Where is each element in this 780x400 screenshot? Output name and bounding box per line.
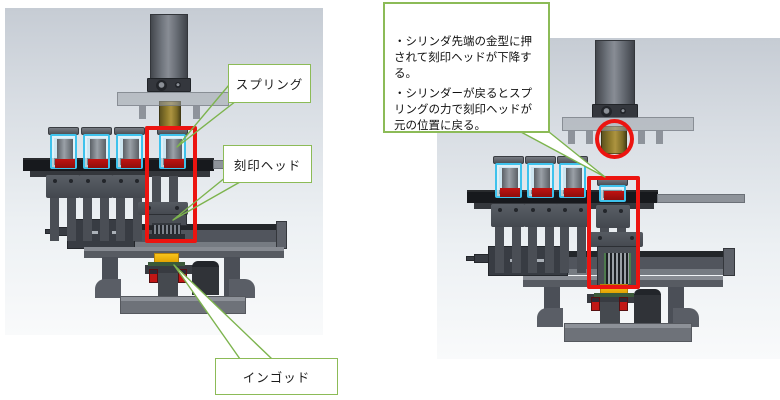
ingot-tray	[148, 262, 185, 266]
spring-band	[55, 159, 75, 168]
rail-end-cap	[723, 248, 735, 276]
highlight-ellipse-die	[595, 119, 634, 159]
highlight-rect-stamp-station	[145, 126, 197, 243]
callout-spring-label: スプリング	[235, 78, 304, 92]
spring-band	[532, 188, 552, 197]
plate-pin	[638, 131, 645, 144]
spring-core	[90, 139, 106, 159]
stage-red-clamp	[619, 297, 628, 311]
stage-column	[158, 273, 178, 298]
stage-cross-plate	[587, 294, 635, 303]
stamp-head-base	[149, 234, 185, 239]
spring-body	[116, 134, 143, 169]
stamp-head-teeth	[604, 253, 631, 284]
spring-core	[502, 168, 518, 188]
stage-foot	[95, 279, 121, 298]
gripper-arms	[50, 198, 76, 241]
gripper-bracket	[112, 175, 146, 241]
spring-body	[83, 134, 110, 169]
cylinder-collar	[592, 104, 638, 118]
collar-hole	[601, 106, 612, 117]
cylinder-body	[595, 40, 635, 105]
linear-rail	[568, 251, 734, 275]
stage-red-clamp	[591, 297, 600, 311]
gripper-arms	[495, 227, 521, 273]
spring-band	[500, 188, 520, 197]
plate-pin	[568, 131, 575, 144]
gripper-arms	[116, 198, 142, 241]
stamp-head-block	[589, 232, 643, 247]
spring-rail-step	[30, 171, 210, 177]
highlight-rect-pressed-head	[587, 176, 640, 289]
stage-slab	[84, 247, 284, 258]
stage-foot	[537, 308, 563, 327]
callout-ingot: インゴッド	[215, 358, 338, 395]
gripper-bracket	[46, 175, 80, 241]
collar-hole	[620, 108, 626, 114]
gripper-bracket	[79, 175, 113, 241]
gripper-bracket	[491, 204, 525, 273]
stage-column	[600, 302, 620, 326]
base-plate	[564, 323, 692, 342]
spring-band	[564, 188, 584, 197]
spring-core	[123, 139, 139, 159]
gripper-arms	[560, 227, 586, 273]
gripper-arms	[83, 198, 109, 241]
spring-body	[50, 134, 77, 169]
plate-pin	[586, 131, 593, 144]
spring-core	[57, 139, 73, 159]
spring-band	[604, 191, 624, 200]
stage-canister	[634, 289, 661, 323]
spring-core	[566, 168, 582, 188]
spring-band	[88, 159, 108, 168]
callout-ingot-label: インゴッド	[242, 371, 311, 385]
gripper-arms	[528, 227, 554, 273]
spring-core	[534, 168, 550, 188]
callout-stamp-head-label: 刻印ヘッド	[233, 158, 302, 173]
actuator-connector	[474, 254, 489, 263]
callout-stamp-head: 刻印ヘッド	[223, 145, 312, 183]
spring-band	[121, 159, 141, 168]
plate-pin	[139, 106, 146, 119]
bar-extension	[657, 194, 745, 203]
ingot-tray	[594, 293, 634, 297]
note-box: ・シリンダ先端の金型に押されて刻印ヘッドが下降する。 ・シリンダーが戻るとスプリ…	[383, 2, 550, 133]
stage-foot	[673, 308, 699, 327]
note-line-1: ・シリンダ先端の金型に押されて刻印ヘッドが下降する。	[394, 36, 532, 80]
spring-body	[527, 163, 554, 198]
note-line-2: ・シリンダーが戻るとスプリングの力で刻印ヘッドが元の位置に戻る。	[394, 88, 532, 132]
actuator-stub	[466, 256, 475, 261]
collar-hole	[156, 80, 167, 91]
stage-cross-plate	[145, 265, 193, 274]
spring-body	[495, 163, 522, 198]
gripper-bracket	[556, 204, 590, 273]
spring-body	[559, 163, 586, 198]
stamp-head-teeth	[152, 223, 181, 235]
stage-red-clamp	[149, 269, 158, 283]
plate-pin	[656, 131, 663, 144]
gripper-bracket	[524, 204, 558, 273]
callout-spring: スプリング	[228, 64, 311, 103]
spring-body	[599, 185, 626, 202]
spring-band	[164, 159, 184, 168]
